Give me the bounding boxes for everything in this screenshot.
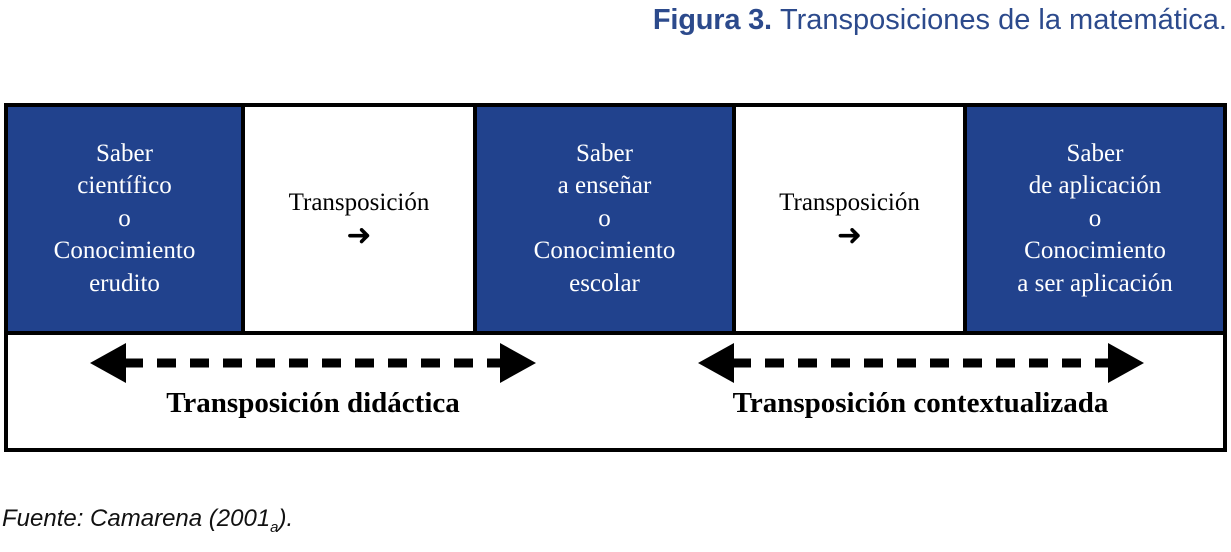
diagram-arrows-row: Transposición didáctica Transposición co… bbox=[8, 335, 1223, 448]
figure-diagram: Saber científico o Conocimiento erudito … bbox=[4, 103, 1227, 452]
box-line: Saber bbox=[576, 139, 633, 167]
box-transposicion-2: Transposición ➜ bbox=[732, 107, 967, 331]
box-line: científico bbox=[77, 172, 172, 200]
source-suffix: ). bbox=[278, 505, 294, 532]
box-line: Transposición bbox=[779, 189, 920, 216]
box-transposicion-1: Transposición ➜ bbox=[241, 107, 477, 331]
figure-number: Figura 3. bbox=[652, 4, 772, 36]
box-line: Conocimiento bbox=[1024, 237, 1166, 265]
source-subscript: a bbox=[270, 519, 279, 536]
right-arrow-icon: ➜ bbox=[346, 217, 372, 253]
box-line: Conocimiento bbox=[533, 237, 676, 265]
arrow-group-transposicion-didactica: Transposición didáctica bbox=[8, 335, 618, 448]
box-line: de aplicación bbox=[1028, 172, 1162, 200]
box-line: Saber bbox=[1066, 139, 1124, 167]
source-note: Fuente: Camarena (2001a). bbox=[2, 505, 293, 536]
box-line: a enseñar bbox=[557, 172, 652, 200]
box-line: escolar bbox=[569, 269, 640, 297]
figure-title: Figura 3. Transposiciones de la matemáti… bbox=[0, 0, 1231, 46]
box-line: o bbox=[598, 204, 611, 232]
arrow-caption-contextualizada: Transposición contextualizada bbox=[732, 387, 1109, 419]
box-saber-a-ensenar: Saber a enseñar o Conocimiento escolar bbox=[477, 107, 732, 331]
box-line: erudito bbox=[89, 269, 160, 297]
arrow-caption-didactica: Transposición didáctica bbox=[166, 387, 460, 419]
box-line: o bbox=[1088, 204, 1102, 232]
box-line: Conocimiento bbox=[53, 237, 196, 265]
box-saber-cientifico: Saber científico o Conocimiento erudito bbox=[8, 107, 241, 331]
arrow-group-transposicion-contextualizada: Transposición contextualizada bbox=[618, 335, 1223, 448]
diagram-boxes-row: Saber científico o Conocimiento erudito … bbox=[8, 107, 1223, 335]
dashed-double-arrow-icon bbox=[697, 343, 1144, 383]
source-prefix: Fuente: Camarena (2001 bbox=[2, 505, 271, 532]
box-line: Transposición bbox=[288, 189, 430, 216]
box-line: a ser aplicación bbox=[1017, 269, 1173, 297]
box-line: o bbox=[118, 204, 131, 232]
right-arrow-icon: ➜ bbox=[836, 217, 863, 253]
box-line: Saber bbox=[96, 139, 153, 167]
figure-caption: Transposiciones de la matemática. bbox=[779, 4, 1227, 36]
dashed-double-arrow-icon bbox=[90, 343, 536, 383]
box-saber-de-aplicacion: Saber de aplicación o Conocimiento a ser… bbox=[967, 107, 1223, 331]
